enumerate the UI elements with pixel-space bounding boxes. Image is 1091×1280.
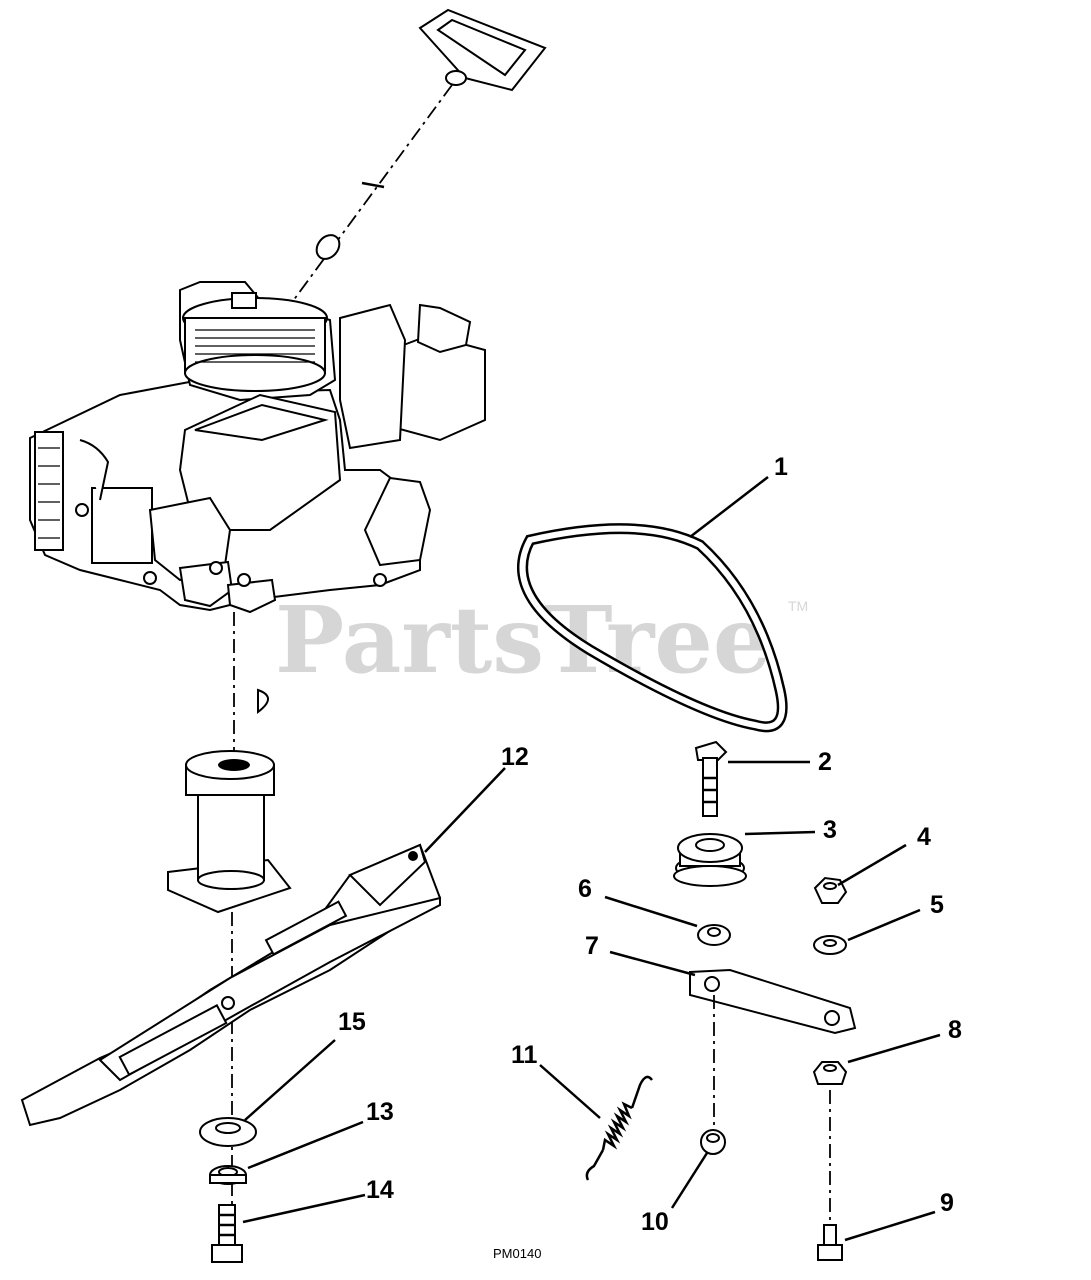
callout-10: 10 [641,1208,669,1236]
callout-7: 7 [585,932,599,960]
key-part [257,688,269,715]
engine-assembly [29,281,486,614]
blade-adapter-part [167,750,292,914]
washer-15-part [199,1117,257,1147]
bolt-2-part [694,740,728,817]
callout-13: 13 [366,1098,394,1126]
callout-2: 2 [818,748,832,776]
callout-labels: 1 2 3 4 5 6 7 8 9 10 11 12 15 13 14 [338,453,962,1236]
watermark-trademark: TM [788,598,808,614]
spacer-6-part [697,924,731,946]
watermark-text: PartsTree [275,586,771,694]
callout-5: 5 [930,891,944,919]
callout-15: 15 [338,1008,366,1036]
callout-3: 3 [823,816,837,844]
nut-8-part [812,1061,848,1085]
bolt-9-part [817,1224,843,1261]
callout-4: 4 [917,823,931,851]
spring-11-part [585,1075,653,1181]
drawing-code: PM0140 [493,1246,541,1261]
idler-pulley-3-part [673,833,747,887]
blade-part [20,843,442,1127]
callout-6: 6 [578,875,592,903]
leader-lines [242,476,941,1242]
callout-8: 8 [948,1016,962,1044]
callout-14: 14 [366,1176,394,1204]
washer-5-part [813,935,847,955]
belt-part [517,523,788,733]
callout-11: 11 [511,1041,538,1069]
callout-1: 1 [774,453,788,481]
idler-arm-7-part [689,968,857,1035]
nut-10-part [700,1129,726,1155]
bolt-14-part [211,1204,243,1263]
lock-washer-13-part [209,1165,247,1185]
dipstick-part [289,8,547,306]
callout-9: 9 [940,1189,954,1217]
callout-12: 12 [501,743,529,771]
